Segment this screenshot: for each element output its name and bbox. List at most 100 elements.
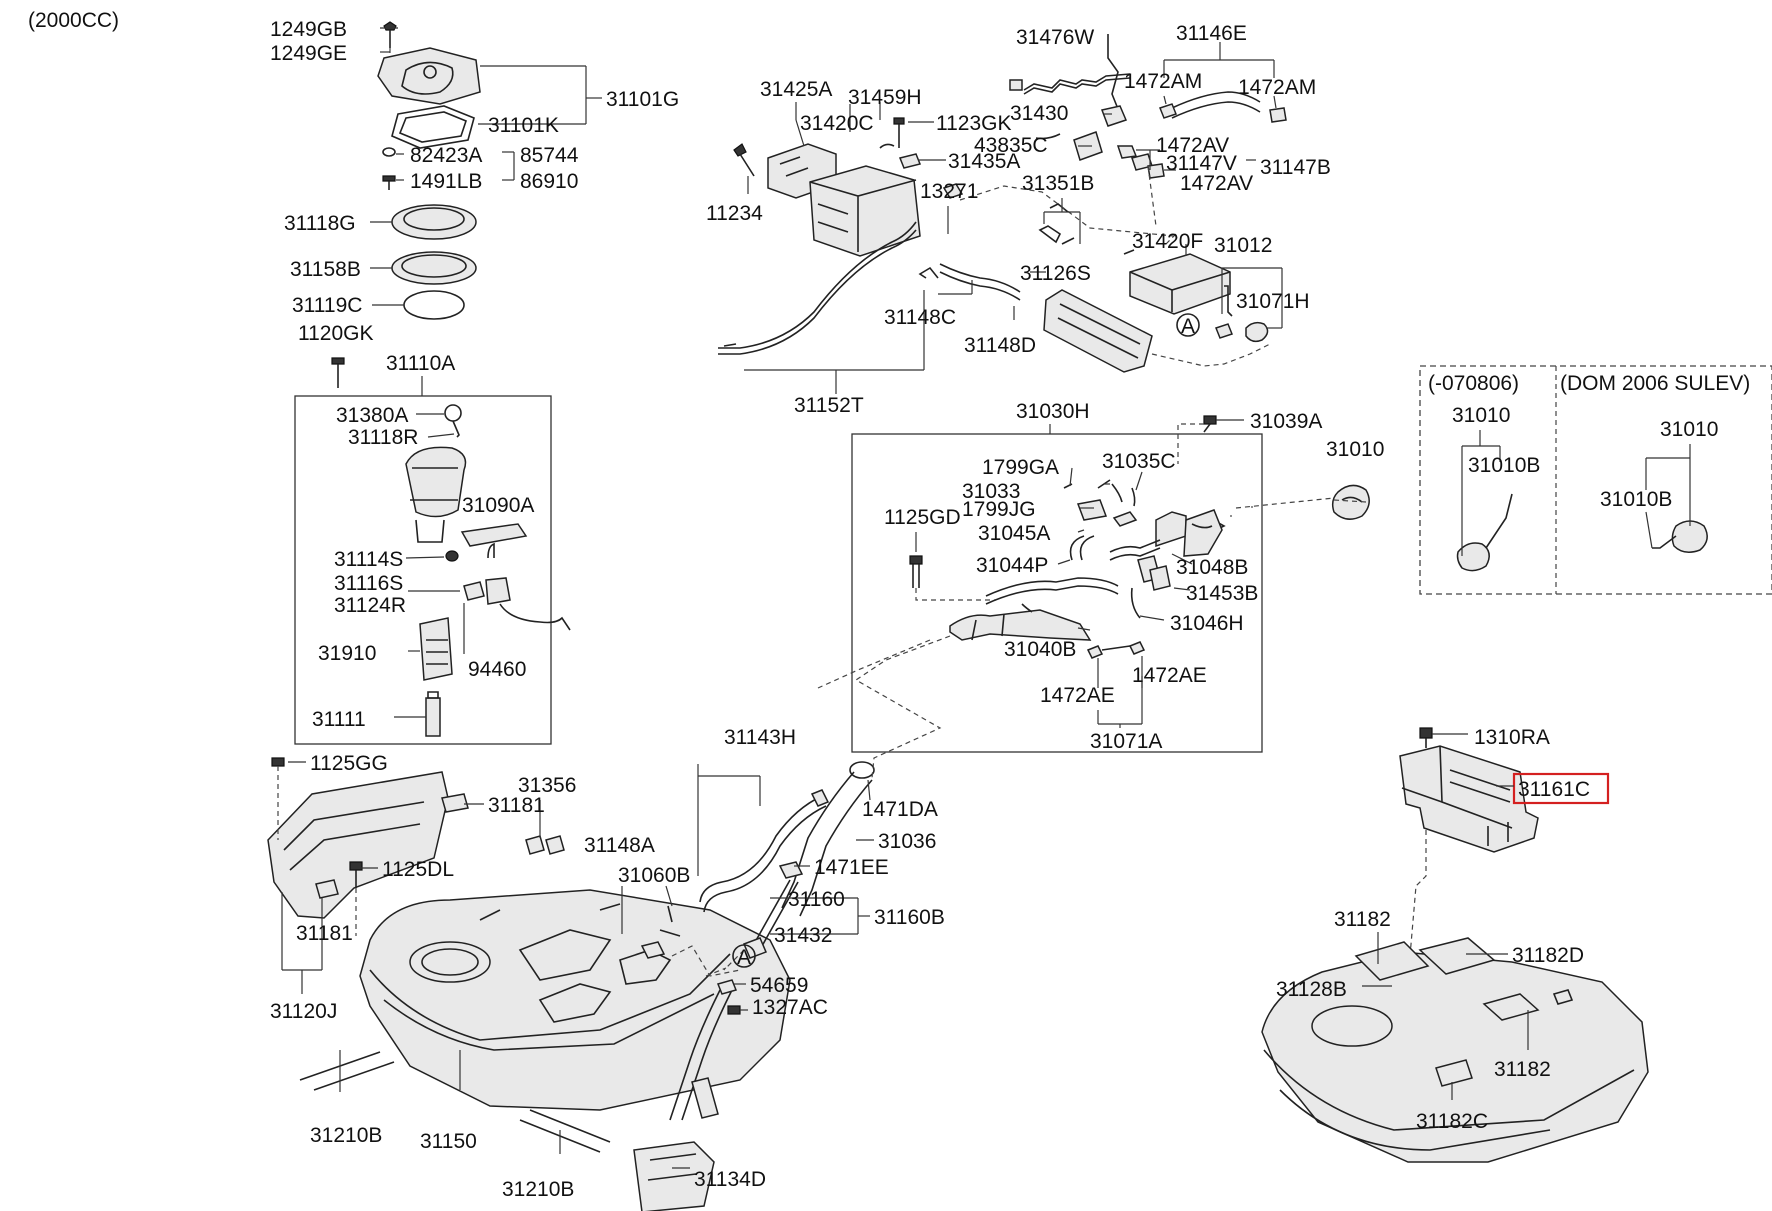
label-31181-b: 31181	[296, 922, 353, 945]
label-31035C: 31035C	[1102, 450, 1176, 473]
label-31453B: 31453B	[1186, 582, 1258, 605]
label-31476W: 31476W	[1016, 26, 1094, 49]
pump-module-leaders	[394, 413, 465, 718]
label-box1-title: (-070806)	[1428, 372, 1519, 395]
label-54659: 54659	[750, 974, 808, 997]
label-circle-a-bottom: A	[737, 946, 751, 969]
label-31459H: 31459H	[848, 86, 922, 109]
label-31071H: 31071H	[1236, 290, 1310, 313]
label-31210B-b: 31210B	[502, 1178, 574, 1201]
label-31420F: 31420F	[1132, 230, 1203, 253]
label-13271: 13271	[920, 180, 978, 203]
highlight-box-31161C	[1512, 772, 1610, 805]
label-31152T: 31152T	[794, 394, 864, 417]
label-1123GK: 1123GK	[936, 112, 1012, 135]
label-31116S: 31116S	[334, 572, 403, 595]
label-31910: 31910	[318, 642, 376, 665]
label-1472AV-b: 1472AV	[1180, 172, 1253, 195]
label-31380A: 31380A	[336, 404, 408, 427]
label-1472AE-b: 1472AE	[1132, 664, 1207, 687]
label-circle-a-top: A	[1181, 315, 1195, 338]
label-31128B: 31128B	[1276, 978, 1347, 1001]
label-31420C: 31420C	[800, 112, 874, 135]
label-43835C: 43835C	[974, 134, 1048, 157]
label-31182-a: 31182	[1334, 908, 1391, 931]
sulev-tank-assembly	[1261, 727, 1649, 1163]
label-31181-a: 31181	[488, 794, 545, 817]
engine-label: (2000CC)	[28, 9, 119, 32]
label-1472AM-a: 1472AM	[1124, 70, 1202, 93]
label-31048B: 31048B	[1176, 556, 1248, 579]
label-31160: 31160	[788, 888, 845, 911]
label-box2-31010B: 31010B	[1600, 488, 1672, 511]
label-1799GA: 1799GA	[982, 456, 1059, 479]
pump-cover-stack	[331, 21, 481, 388]
label-31143H: 31143H	[724, 726, 796, 749]
label-31036: 31036	[878, 830, 936, 853]
label-31161C: 31161C	[1518, 778, 1590, 801]
label-31090A: 31090A	[462, 494, 534, 517]
label-31010-main: 31010	[1326, 438, 1384, 461]
label-1125GD: 1125GD	[884, 506, 961, 529]
fuel-tank-assembly	[267, 635, 951, 1211]
filler-neck-parts	[909, 415, 1370, 659]
label-1125DL: 1125DL	[382, 858, 454, 881]
canister-assembly	[718, 34, 1287, 373]
label-31210B-a: 31210B	[310, 1124, 382, 1147]
label-1472AV-a: 1472AV	[1156, 134, 1229, 157]
label-31033: 31033	[962, 480, 1020, 503]
label-31124R: 31124R	[334, 594, 406, 617]
label-31119C: 31119C	[292, 294, 362, 317]
label-31126S: 31126S	[1020, 262, 1091, 285]
label-1125GG: 1125GG	[310, 752, 388, 775]
label-31148D: 31148D	[964, 334, 1036, 357]
label-1799JG: 1799JG	[962, 498, 1036, 521]
label-box1-31010B: 31010B	[1468, 454, 1540, 477]
label-94460: 94460	[468, 658, 526, 681]
label-1471EE: 1471EE	[814, 856, 889, 879]
label-1471DA: 1471DA	[862, 798, 938, 821]
label-31071A: 31071A	[1090, 730, 1162, 753]
label-31182D: 31182D	[1512, 944, 1584, 967]
tank-leaders	[281, 761, 874, 1169]
canister-leaders	[744, 42, 1283, 394]
label-box2-title: (DOM 2006 SULEV)	[1560, 372, 1750, 395]
variant-fuel-caps	[1456, 493, 1708, 572]
label-31040B: 31040B	[1004, 638, 1076, 661]
label-31030H: 31030H	[1016, 400, 1090, 423]
label-31101G: 31101G	[606, 88, 679, 111]
label-31430: 31430	[1010, 102, 1068, 125]
label-31147V: 31147V	[1166, 152, 1237, 175]
pump-stack-leaders	[370, 27, 602, 306]
label-31356: 31356	[518, 774, 576, 797]
label-31120J: 31120J	[270, 1000, 337, 1023]
label-31150: 31150	[420, 1130, 477, 1153]
pump-module-box	[294, 395, 552, 745]
label-31351B: 31351B	[1022, 172, 1094, 195]
label-31182C: 31182C	[1416, 1110, 1488, 1133]
label-31148C: 31148C	[884, 306, 956, 329]
label-31147B: 31147B	[1260, 156, 1331, 179]
label-1249GB: 1249GB	[270, 18, 347, 41]
label-1249GE: 1249GE	[270, 42, 347, 65]
label-31148A: 31148A	[584, 834, 655, 857]
label-31134D: 31134D	[694, 1168, 766, 1191]
label-1472AE-a: 1472AE	[1040, 684, 1115, 707]
label-box2-31010: 31010	[1660, 418, 1718, 441]
label-1491LB: 1491LB	[410, 170, 482, 193]
label-31435A: 31435A	[948, 150, 1020, 173]
variant-leaders	[1461, 430, 1691, 556]
label-31044P: 31044P	[976, 554, 1048, 577]
label-31425A: 31425A	[760, 78, 832, 101]
pump-module-parts	[405, 404, 571, 737]
label-82423A: 82423A	[410, 144, 482, 167]
label-31118G: 31118G	[284, 212, 356, 235]
label-31160B: 31160B	[874, 906, 945, 929]
label-85744: 85744	[520, 144, 579, 167]
variant-boxes	[1419, 365, 1772, 595]
label-31182-b: 31182	[1494, 1058, 1551, 1081]
label-31045A: 31045A	[978, 522, 1050, 545]
label-1310RA: 1310RA	[1474, 726, 1550, 749]
reference-circle-a-bottom	[732, 944, 756, 968]
